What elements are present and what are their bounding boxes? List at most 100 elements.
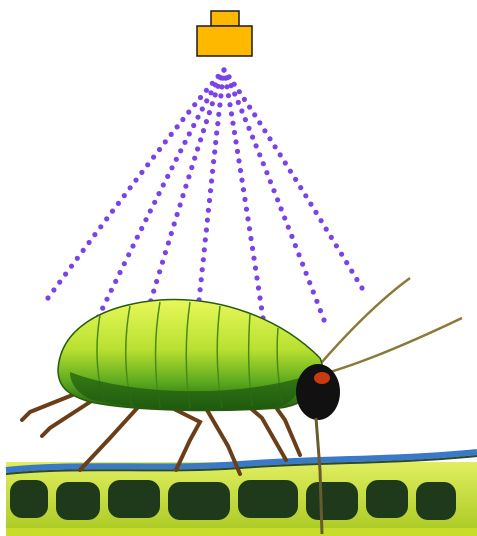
beam-dot xyxy=(243,117,248,122)
beam-dot xyxy=(282,215,287,220)
leaf-cell xyxy=(56,482,100,520)
beam-dot xyxy=(57,280,62,285)
leaf-cell xyxy=(168,482,230,520)
beam-dot xyxy=(293,243,298,248)
beam-dot xyxy=(200,267,205,272)
beam-dot xyxy=(233,139,238,144)
beam-dot xyxy=(250,135,255,140)
beam-dot xyxy=(145,162,150,167)
beam-dot xyxy=(321,317,326,322)
beam-dot xyxy=(204,119,209,124)
beam-dot xyxy=(104,297,109,302)
beam-dot xyxy=(192,102,197,107)
beam-dot xyxy=(186,174,191,179)
beam-dot xyxy=(198,287,203,292)
beam-dot xyxy=(254,143,259,148)
beam-dot xyxy=(319,218,324,223)
beam-dot xyxy=(110,209,115,214)
beam-dot xyxy=(175,124,180,129)
beam-dot xyxy=(307,280,312,285)
beam-dot xyxy=(180,117,185,122)
beam-dot xyxy=(157,147,162,152)
beam-dot xyxy=(251,256,256,261)
beam-dot xyxy=(207,110,212,115)
beam-dot xyxy=(189,165,194,170)
beam-dot xyxy=(344,260,349,265)
beam-dot xyxy=(98,224,103,229)
beam-dot xyxy=(238,168,243,173)
aphid-head xyxy=(296,364,340,420)
beam-dot xyxy=(261,161,266,166)
beam-dot xyxy=(130,243,135,248)
beam-dot xyxy=(242,197,247,202)
beam-dot xyxy=(209,178,214,183)
beam-dot xyxy=(135,235,140,240)
beam-dot xyxy=(151,155,156,160)
spray-beams xyxy=(45,67,364,340)
leaf-cell xyxy=(306,482,358,520)
beam-dot xyxy=(75,256,80,261)
beam-dot xyxy=(293,177,298,182)
beam-dot xyxy=(279,206,284,211)
beam-dot xyxy=(247,226,252,231)
beam-dot xyxy=(253,266,258,271)
beam-dot xyxy=(122,193,127,198)
beam-dot xyxy=(213,140,218,145)
beam-dot xyxy=(205,218,210,223)
beam-dot xyxy=(210,169,215,174)
beam-dot xyxy=(198,137,203,142)
beam-dot xyxy=(236,158,241,163)
beam-dot xyxy=(192,156,197,161)
beam-dot xyxy=(329,235,334,240)
leaf-cell xyxy=(10,480,48,518)
beam-dot xyxy=(213,92,218,97)
beam-dot xyxy=(156,191,161,196)
beam-dot xyxy=(349,269,354,274)
beam-dot xyxy=(324,227,329,232)
beam-dot xyxy=(215,121,220,126)
beam-dot xyxy=(273,144,278,149)
leaf-cross-section xyxy=(6,452,477,536)
beam-dot xyxy=(248,236,253,241)
beam-dot xyxy=(160,260,165,265)
beam-dot xyxy=(235,149,240,154)
beam-dot xyxy=(211,159,216,164)
beam-dot xyxy=(204,88,209,93)
beam-dot xyxy=(308,202,313,207)
leaf-cell xyxy=(108,480,160,518)
beam-dot xyxy=(313,210,318,215)
beam-dot xyxy=(165,174,170,179)
beam-dot xyxy=(186,110,191,115)
beam-dot xyxy=(232,91,237,96)
beam-dot xyxy=(339,252,344,257)
antenna-rear xyxy=(330,318,462,372)
beam-dot xyxy=(152,200,157,205)
beam-dot xyxy=(157,269,162,274)
beam-dot xyxy=(221,67,226,72)
beam-dot xyxy=(247,105,252,110)
beam-dot xyxy=(113,279,118,284)
beam-dot xyxy=(163,139,168,144)
beam-dot xyxy=(87,240,92,245)
beam-dot xyxy=(182,140,187,145)
beam-dot xyxy=(92,232,97,237)
beam-dot xyxy=(311,289,316,294)
beam-dot xyxy=(151,289,156,294)
beam-dot xyxy=(148,208,153,213)
beam-dot xyxy=(163,250,168,255)
beam-dot xyxy=(133,178,138,183)
beam-dot xyxy=(206,208,211,213)
beam-dot xyxy=(143,217,148,222)
beam-dot xyxy=(183,184,188,189)
beam-dot xyxy=(51,287,56,292)
beam-dot xyxy=(122,261,127,266)
beam-dot xyxy=(334,243,339,248)
beam-dot xyxy=(126,252,131,257)
beam-dot xyxy=(180,193,185,198)
beam-dot xyxy=(204,227,209,232)
beam-dot xyxy=(63,272,68,277)
beam-dot xyxy=(201,257,206,262)
beam-dot xyxy=(288,169,293,174)
beam-dot xyxy=(128,185,133,190)
